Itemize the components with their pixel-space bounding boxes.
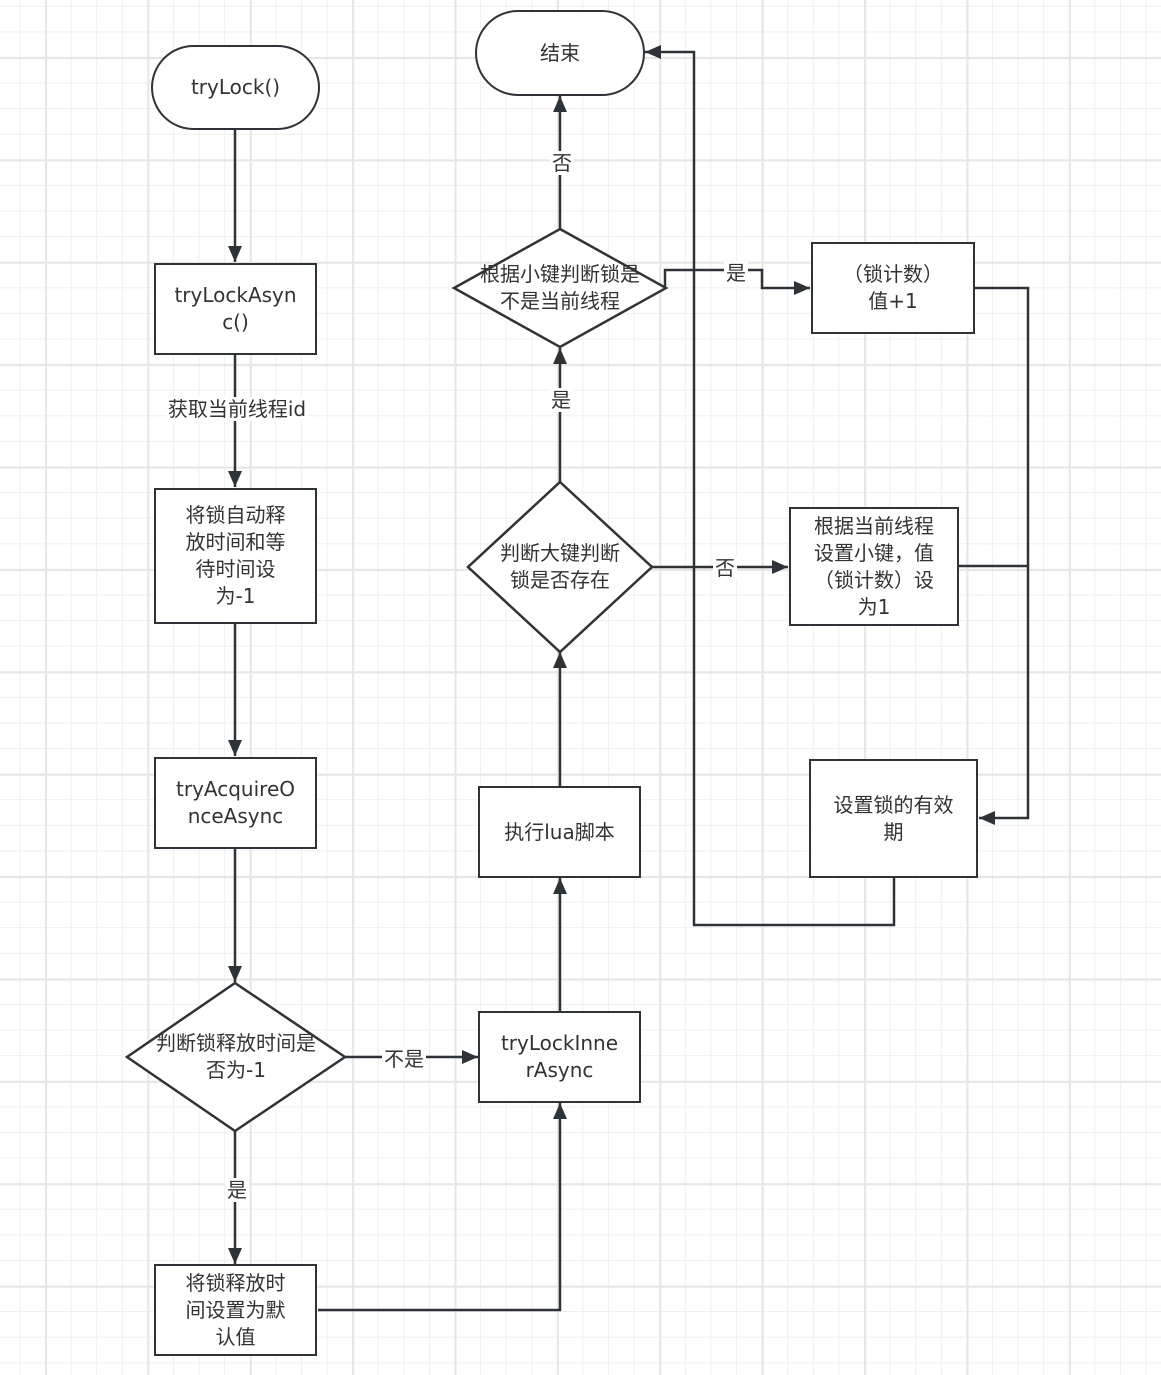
node-set-default-release[interactable]: 将锁释放时 间设置为默 认值 xyxy=(154,1264,317,1356)
node-check-small-key[interactable]: 根据小键判断锁是 不是当前线程 xyxy=(454,229,666,347)
edge-label-yes-release: 是 xyxy=(225,1178,249,1202)
node-end[interactable]: 结束 xyxy=(475,10,645,96)
node-set-small-key[interactable]: 根据当前线程 设置小键，值 （锁计数）设 为1 xyxy=(789,507,959,626)
node-set-minus-one[interactable]: 将锁自动释 放时间和等 待时间设 为-1 xyxy=(154,488,317,624)
edge-increment-to-setexpiry xyxy=(975,286,1030,825)
edge-label-yes-bigkey: 是 xyxy=(549,388,573,412)
node-check-release-time[interactable]: 判断锁释放时间是 否为-1 xyxy=(127,983,345,1131)
node-exec-lua[interactable]: 执行lua脚本 xyxy=(478,786,641,878)
edge-label-not-release: 不是 xyxy=(382,1047,426,1071)
edge-label-yes-smallkey: 是 xyxy=(724,261,748,285)
node-label: 执行lua脚本 xyxy=(504,819,615,844)
edge-setexpiry-to-end xyxy=(645,45,896,927)
edge-checksmallkey-to-increment xyxy=(663,268,810,295)
node-tryacquireonceasync[interactable]: tryAcquireO nceAsync xyxy=(154,757,317,849)
decision-shape-check-big-key xyxy=(466,480,654,654)
node-label: 根据小键判断锁是 不是当前线程 xyxy=(480,262,640,313)
node-trylockinnerasync[interactable]: tryLockInne rAsync xyxy=(478,1011,641,1103)
node-label: 设置锁的有效 期 xyxy=(833,792,954,844)
node-label: 判断锁释放时间是 否为-1 xyxy=(156,1031,316,1082)
node-label: 结束 xyxy=(540,40,580,65)
node-set-expiry[interactable]: 设置锁的有效 期 xyxy=(809,759,978,878)
node-label: 将锁释放时 间设置为默 认值 xyxy=(185,1270,286,1349)
node-trylockasync[interactable]: tryLockAsyn c() xyxy=(154,263,317,355)
node-label: 根据当前线程 设置小键，值 （锁计数）设 为1 xyxy=(814,513,934,619)
edge-label-no-bigkey: 否 xyxy=(713,556,737,580)
node-label: 判断大键判断 锁是否存在 xyxy=(500,541,620,592)
edge-setdefault-to-trylockinner xyxy=(318,1103,567,1312)
node-label: tryAcquireO nceAsync xyxy=(176,777,295,828)
node-label: 将锁自动释 放时间和等 待时间设 为-1 xyxy=(185,503,286,608)
node-check-big-key[interactable]: 判断大键判断 锁是否存在 xyxy=(468,482,652,652)
node-label: tryLockInne rAsync xyxy=(500,1031,619,1082)
edge-label-no-smallkey: 否 xyxy=(550,151,574,175)
node-label: tryLockAsyn c() xyxy=(174,283,297,334)
node-start-trylock[interactable]: tryLock() xyxy=(151,45,320,130)
decision-shape-check-release xyxy=(124,981,348,1133)
node-label: tryLock() xyxy=(190,75,281,99)
edge-label-get-thread-id: 获取当前线程id xyxy=(165,397,309,421)
node-label: （锁计数） 值+1 xyxy=(843,262,943,313)
decision-shape-check-small-key xyxy=(451,227,669,349)
node-increment-count[interactable]: （锁计数） 值+1 xyxy=(811,242,975,334)
